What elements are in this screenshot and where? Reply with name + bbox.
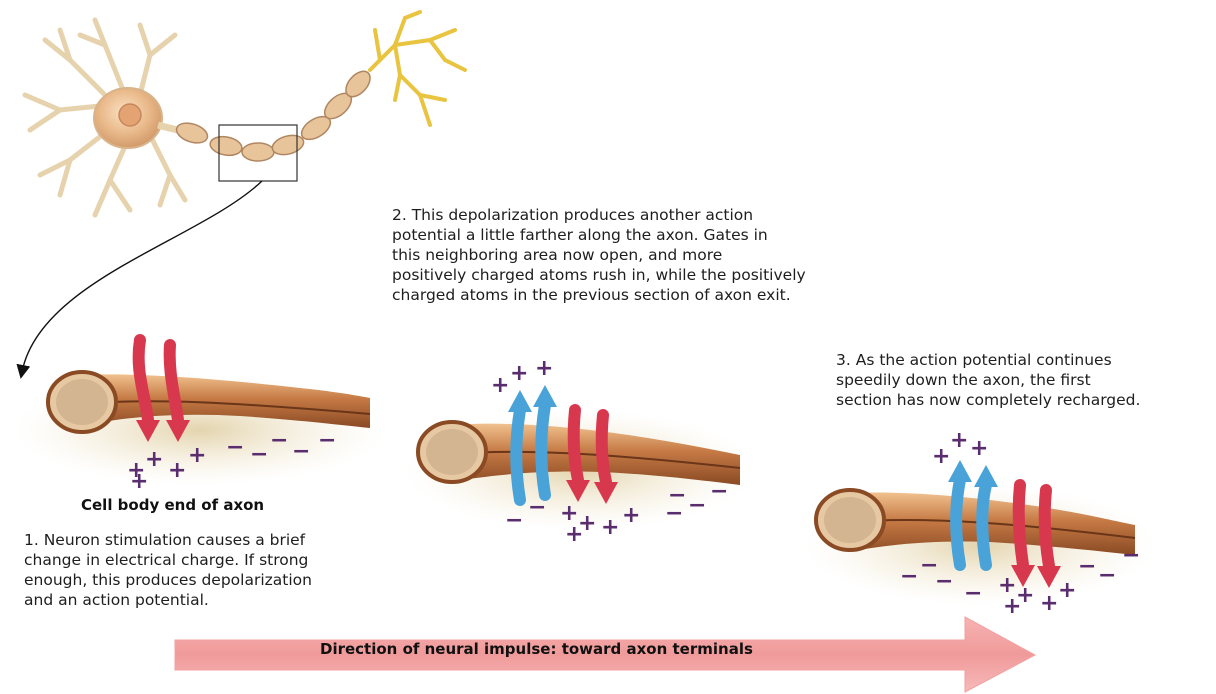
- step-3-caption: 3. As the action potential continues spe…: [836, 350, 1140, 410]
- minus-sign: −: [505, 508, 523, 533]
- minus-sign: −: [688, 493, 706, 518]
- plus-sign: +: [565, 522, 583, 547]
- neuron-illustration: [22, 12, 465, 372]
- nucleus: [119, 104, 141, 126]
- minus-sign: −: [226, 435, 244, 460]
- plus-sign: +: [601, 515, 619, 540]
- plus-sign: +: [1040, 591, 1058, 616]
- step-1-caption: 1. Neuron stimulation causes a brief cha…: [24, 530, 312, 610]
- minus-sign: −: [710, 479, 728, 504]
- plus-sign: +: [932, 444, 950, 469]
- plus-sign: +: [950, 428, 968, 453]
- plus-sign: +: [168, 458, 186, 483]
- impulse-direction-label: Direction of neural impulse: toward axon…: [320, 640, 753, 658]
- minus-sign: −: [900, 564, 918, 589]
- plus-sign: +: [510, 361, 528, 386]
- minus-sign: −: [292, 439, 310, 464]
- plus-sign: +: [970, 436, 988, 461]
- minus-sign: −: [318, 428, 336, 453]
- plus-sign: +: [130, 469, 148, 494]
- minus-sign: −: [528, 495, 546, 520]
- plus-sign: +: [1058, 578, 1076, 603]
- cell-body-end-label: Cell body end of axon: [81, 496, 264, 514]
- minus-sign: −: [665, 501, 683, 526]
- minus-sign: −: [270, 428, 288, 453]
- plus-sign: +: [1003, 594, 1021, 619]
- axon-terminals: [370, 12, 465, 125]
- plus-sign: +: [188, 443, 206, 468]
- minus-sign: −: [1078, 554, 1096, 579]
- plus-sign: +: [622, 503, 640, 528]
- myelin-sheath: [174, 67, 375, 161]
- minus-sign: −: [1098, 563, 1116, 588]
- plus-sign: +: [491, 373, 509, 398]
- minus-sign: −: [935, 569, 953, 594]
- minus-sign: −: [1122, 543, 1140, 568]
- step-2-caption: 2. This depolarization produces another …: [392, 205, 806, 305]
- minus-sign: −: [250, 442, 268, 467]
- plus-sign: +: [535, 356, 553, 381]
- minus-sign: −: [964, 581, 982, 606]
